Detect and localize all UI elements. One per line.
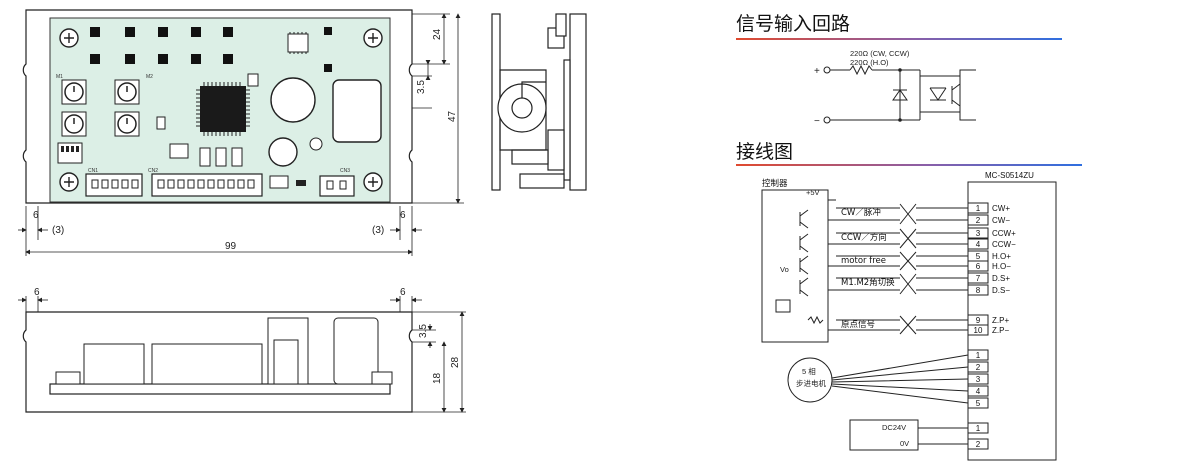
dim-18: 18: [432, 372, 443, 384]
pin-number: 4: [976, 387, 981, 396]
pin-name: D.S−: [992, 286, 1010, 295]
dim-3-left: (3): [52, 225, 64, 236]
section-title-signal: 信号输入回路: [736, 13, 850, 35]
label-m1: M1: [56, 74, 63, 80]
pin-number: 5: [976, 252, 981, 261]
dim-3-5: 3.5: [418, 324, 429, 338]
terminal-minus: −: [814, 116, 820, 127]
connector-cn3: [319, 175, 355, 197]
pin-name: CW−: [992, 216, 1010, 225]
vo-label: Vo: [780, 265, 789, 274]
dim-28: 28: [450, 356, 461, 368]
dim-6-left: 6: [33, 210, 39, 221]
vcc-label: +5V: [806, 188, 820, 197]
dim-99: 99: [225, 241, 237, 252]
pin-box: [967, 260, 989, 272]
dim-24: 24: [432, 28, 443, 40]
pin-number: 2: [976, 440, 981, 449]
label-cn1: CN1: [88, 168, 98, 174]
inductor-icon: [332, 79, 382, 143]
dim-6-right: 6: [400, 287, 406, 298]
pin-box: [967, 272, 989, 284]
title-underline: [736, 164, 1082, 166]
pin-box: [967, 202, 989, 214]
pin-number: 2: [976, 216, 981, 225]
rotary-switch-icon: [61, 79, 140, 137]
pin-box: [967, 361, 989, 373]
dim-3-right: (3): [372, 225, 384, 236]
resistor-icon: [849, 64, 873, 76]
pin-box: [967, 238, 989, 250]
dim-47: 47: [447, 110, 458, 122]
terminal-plus: +: [814, 66, 820, 77]
dim-3-5: 3.5: [416, 80, 427, 94]
motor-label-1: 5 相: [802, 366, 816, 376]
controller-label: 控制器: [762, 178, 788, 189]
pin-name: CCW+: [992, 229, 1016, 238]
signal-input-section: 信号输入回路 220Ω (CW, CCW) 220Ω (H.O) + −: [736, 13, 1062, 127]
pin-number: 9: [976, 316, 981, 325]
pin-box: [967, 422, 989, 434]
pin-number: 5: [976, 399, 981, 408]
pin-number: 1: [976, 424, 981, 433]
pin-box: [967, 438, 989, 450]
signal-label: CCW／方向: [841, 232, 887, 243]
pin-box: [967, 214, 989, 226]
wiring-section: 接线图 控制器 MC-S0514ZU +5V Vo: [736, 141, 1082, 461]
microcontroller-icon: [196, 82, 250, 136]
connector-cn2: [151, 173, 263, 197]
signal-label: CW／脉冲: [841, 207, 881, 218]
driver-model: MC-S0514ZU: [985, 171, 1034, 180]
power-24v: DC24V: [882, 423, 906, 432]
side-view: [491, 13, 587, 191]
pin-box: [967, 284, 989, 296]
pin-box: [967, 349, 989, 361]
pin-name: CW+: [992, 204, 1010, 213]
section-title-wiring: 接线图: [736, 141, 793, 163]
pin-number: 7: [976, 274, 981, 283]
pin-box: [967, 227, 989, 239]
label-m2: M2: [146, 74, 153, 80]
pin-number: 1: [976, 204, 981, 213]
pin-number: 4: [976, 240, 981, 249]
photocoupler-icon: [919, 75, 961, 113]
resistor-note-1: 220Ω (CW, CCW): [850, 49, 910, 58]
resistor-icon: [807, 315, 824, 325]
motor-label-2: 步进电机: [796, 378, 826, 388]
pin-box: [967, 324, 989, 336]
pin-name: H.O+: [992, 252, 1011, 261]
pin-box: [967, 373, 989, 385]
dim-6-right: 6: [400, 210, 406, 221]
resistor-note-2: 220Ω (H.O): [850, 58, 889, 67]
label-cn3: CN3: [340, 168, 350, 174]
pin-box: [967, 397, 989, 409]
capacitor-icon: [270, 77, 316, 123]
top-view: M1 M2: [18, 9, 464, 256]
pin-name: Z.P−: [992, 326, 1009, 335]
dim-6-left: 6: [34, 287, 40, 298]
pin-name: CCW−: [992, 240, 1016, 249]
pin-name: H.O−: [992, 262, 1011, 271]
label-cn2: CN2: [148, 168, 158, 174]
bottom-view: 6 6 3.5 28 18: [18, 287, 466, 413]
pin-number: 3: [976, 229, 981, 238]
pin-number: 10: [974, 326, 983, 335]
signal-label: motor free: [841, 256, 886, 266]
motor-circle: [787, 357, 833, 403]
pin-number: 2: [976, 363, 981, 372]
pin-name: D.S+: [992, 274, 1010, 283]
power-box: [849, 419, 919, 451]
pin-number: 8: [976, 286, 981, 295]
signal-label: M1.M2角切换: [841, 277, 895, 288]
connector-cn1: [85, 173, 143, 197]
pin-number: 3: [976, 375, 981, 384]
pin-number: 1: [976, 351, 981, 360]
title-underline: [736, 38, 1062, 40]
pin-box: [967, 385, 989, 397]
pin-number: 6: [976, 262, 981, 271]
signal-label: 原点信号: [841, 319, 875, 330]
pin-name: Z.P+: [992, 316, 1009, 325]
power-0v: 0V: [900, 439, 909, 448]
